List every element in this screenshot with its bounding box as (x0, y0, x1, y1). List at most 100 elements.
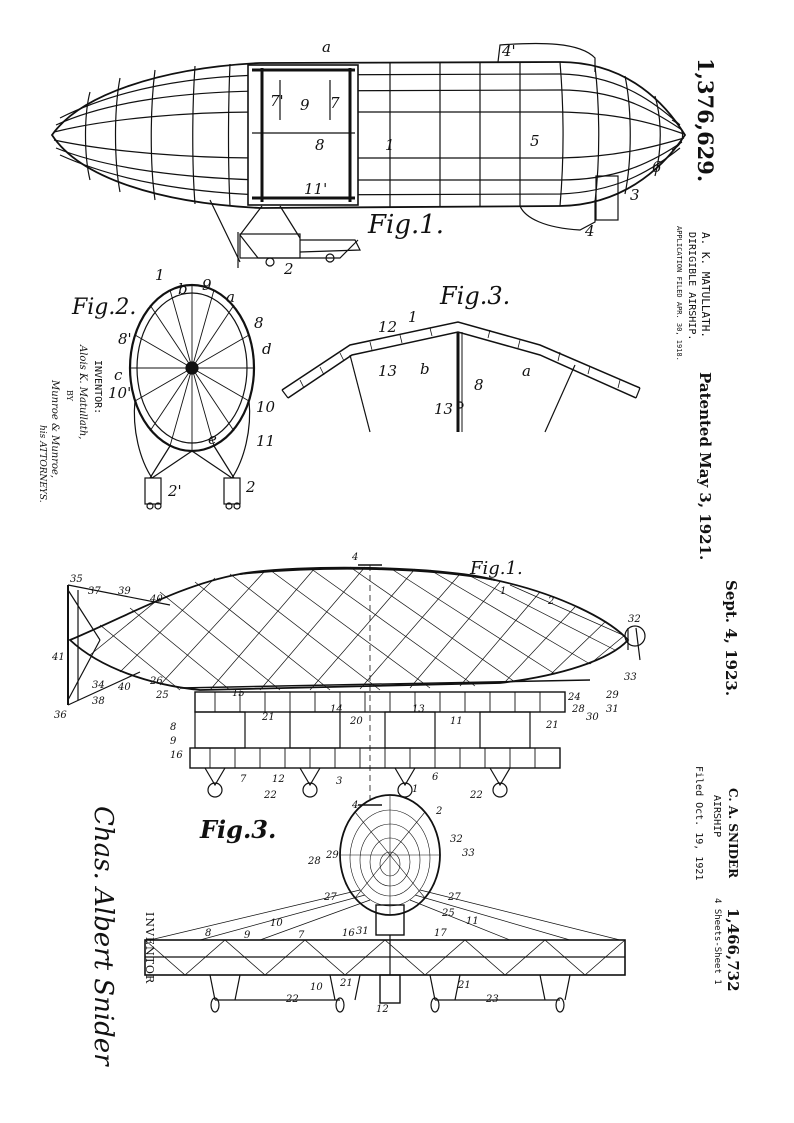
ref-9: 9 (300, 96, 310, 114)
ref-f2-2p: 2' (168, 482, 182, 500)
ref-f2-8p: 8' (118, 330, 132, 348)
ref-f2-c: c (114, 366, 123, 384)
bottom-fig3-front (144, 794, 626, 1013)
ref-f3-13: 13 (378, 362, 398, 380)
bottom-inventor-label: INVENTOR (143, 912, 156, 985)
bottom-patent-number: 1,466,732 (724, 908, 742, 992)
ref-b-28: 28 (572, 704, 585, 715)
ref-f3-12: 12 (378, 318, 398, 336)
ref-b-15: 15 (232, 688, 245, 699)
ref-b-2: 2 (548, 596, 555, 607)
ref-b3-31: 31 (356, 926, 369, 937)
bottom-fig3-label: Fig.3. (200, 815, 277, 844)
top-inventor-signature: Alois K. Matullath, (77, 345, 88, 440)
ref-b-4b: 4 (352, 800, 359, 811)
top-fig2-section (128, 283, 256, 510)
ref-b-30: 30 (586, 712, 599, 723)
ref-b3-21: 21 (340, 978, 353, 989)
ref-b-21b: 21 (546, 720, 559, 731)
ref-f3-8: 8 (474, 376, 484, 394)
ref-b-7: 7 (240, 774, 247, 785)
ref-b-26: 26 (150, 676, 163, 687)
ref-4p: 4' (502, 42, 516, 60)
ref-b-24: 24 (568, 692, 581, 703)
ref-5: 5 (530, 132, 540, 150)
top-inventor-name: A. K. MATULLATH. (699, 232, 712, 338)
ref-b3-22: 22 (286, 994, 299, 1005)
ref-b3-16: 16 (342, 928, 355, 939)
ref-7: 7 (330, 94, 340, 112)
ref-f3-b: b (420, 360, 430, 378)
bottom-fig1-label: Fig.1. (470, 558, 523, 579)
ref-f3-13b: 13 (434, 400, 454, 418)
ref-b-22a: 22 (264, 790, 277, 801)
ref-b-16: 16 (170, 750, 183, 761)
bottom-filed: Filed Oct. 19, 1921 (693, 766, 704, 881)
ref-f3-a: a (522, 362, 531, 380)
ref-2: 2 (284, 260, 294, 278)
top-inventor-heading: INVENTOR: (92, 360, 103, 415)
ref-4: 4 (585, 222, 595, 240)
ref-b-29: 29 (606, 690, 619, 701)
bottom-inventor-name: C. A. SNIDER (726, 788, 740, 879)
ref-b3-1: 1 (412, 784, 419, 795)
ref-b3-21b: 21 (458, 980, 471, 991)
ref-b-8: 8 (170, 722, 177, 733)
bottom-title: AIRSHIP (711, 795, 722, 838)
ref-f2-10p: 10' (108, 384, 132, 402)
ref-b3-11: 11 (466, 916, 479, 927)
ref-b3-28: 28 (308, 856, 321, 867)
top-fig2-label: Fig.2. (72, 295, 137, 320)
ref-b3-2: 2 (436, 806, 443, 817)
ref-b3-7: 7 (298, 930, 305, 941)
ref-b3-8: 8 (205, 928, 212, 939)
ref-6: 6 (652, 158, 662, 176)
ref-b-31: 31 (606, 704, 619, 715)
bottom-sheets: 4 Sheets-Sheet 1 (712, 898, 722, 985)
ref-b-14: 14 (330, 704, 343, 715)
ref-b-36: 36 (54, 710, 67, 721)
ref-b3-9: 9 (244, 930, 251, 941)
ref-3: 3 (630, 186, 640, 204)
top-by-text: BY (65, 390, 74, 402)
ref-b-11: 11 (450, 716, 463, 727)
ref-b-41: 41 (52, 652, 65, 663)
top-fig1-airship (50, 42, 687, 268)
ref-f2-d: d (262, 340, 272, 358)
ref-b-1: 1 (500, 586, 507, 597)
ref-b-34: 34 (92, 680, 105, 691)
ref-b3-29: 29 (326, 850, 339, 861)
ref-b-25: 25 (156, 690, 169, 701)
ref-f2-10: 10 (256, 398, 276, 416)
ref-1: 1 (385, 136, 395, 154)
ref-7p: 7' (270, 92, 284, 110)
ref-8: 8 (315, 136, 325, 154)
ref-b-39: 39 (118, 586, 131, 597)
top-filed: APPLICATION FILED APR. 30, 1918. (675, 226, 683, 361)
ref-b-40b: 40 (118, 682, 131, 693)
ref-b-9: 9 (170, 736, 177, 747)
ref-b3-10b: 10 (310, 982, 323, 993)
ref-11p: 11' (304, 180, 328, 198)
top-title: DIRIGIBLE AIRSHIP. (686, 232, 697, 341)
ref-b3-27: 27 (324, 892, 337, 903)
ref-b-6: 6 (432, 772, 439, 783)
ref-b-4a: 4 (352, 552, 359, 563)
ref-b-12: 12 (272, 774, 285, 785)
ref-f2-1: 1 (155, 266, 165, 284)
ref-b3-23: 23 (486, 994, 499, 1005)
top-attorney-signature: Munroe & Munroe, (49, 380, 60, 479)
bottom-inventor-signature: Chas. Albert Snider (88, 806, 118, 1066)
ref-f2-a: a (226, 288, 235, 306)
top-patent-number: 1,376,629. (693, 58, 718, 183)
ref-b-40: 40 (150, 594, 163, 605)
top-fig1-label: Fig.1. (368, 210, 445, 240)
top-fig3-label: Fig.3. (440, 282, 511, 310)
ref-b-38: 38 (92, 696, 105, 707)
ref-f3-1: 1 (408, 308, 418, 326)
ref-f2-11: 11 (256, 432, 276, 450)
ref-f2-e: e (208, 430, 217, 448)
top-patented-date: Patented May 3, 1921. (696, 372, 714, 561)
